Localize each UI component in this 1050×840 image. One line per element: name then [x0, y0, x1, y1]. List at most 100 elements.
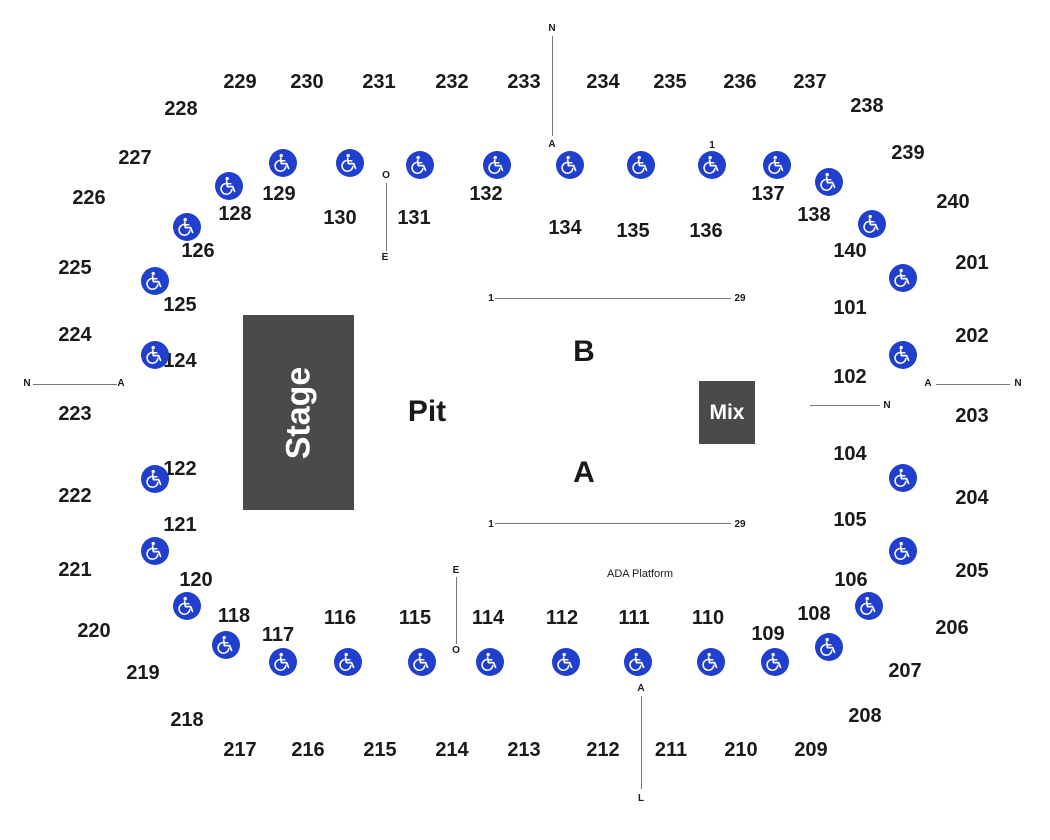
section-125[interactable]: 125 — [163, 294, 197, 316]
section-227[interactable]: 227 — [118, 147, 152, 169]
section-217[interactable]: 217 — [223, 739, 257, 761]
section-215[interactable]: 215 — [363, 739, 397, 761]
section-210[interactable]: 210 — [724, 739, 758, 761]
section-214[interactable]: 214 — [435, 739, 469, 761]
wheelchair-accessible-icon — [212, 631, 240, 659]
wheelchair-accessible-icon — [855, 592, 883, 620]
section-221[interactable]: 221 — [58, 559, 92, 581]
section-136[interactable]: 136 — [689, 220, 723, 242]
section-205[interactable]: 205 — [955, 560, 989, 582]
row-label: 1 — [488, 519, 494, 530]
section-213[interactable]: 213 — [507, 739, 541, 761]
section-234[interactable]: 234 — [586, 71, 620, 93]
section-132[interactable]: 132 — [469, 183, 503, 205]
section-203[interactable]: 203 — [955, 405, 989, 427]
section-137[interactable]: 137 — [751, 183, 785, 205]
section-108[interactable]: 108 — [797, 603, 831, 625]
section-111[interactable]: 111 — [618, 607, 650, 629]
right-mix-line — [810, 405, 880, 406]
section-233[interactable]: 233 — [507, 71, 541, 93]
section-229[interactable]: 229 — [223, 71, 257, 93]
wheelchair-accessible-icon — [173, 213, 201, 241]
section-237[interactable]: 237 — [793, 71, 827, 93]
section-226[interactable]: 226 — [72, 187, 106, 209]
section-236[interactable]: 236 — [723, 71, 757, 93]
section-118[interactable]: 118 — [217, 605, 251, 627]
section-206[interactable]: 206 — [935, 617, 969, 639]
section-110[interactable]: 110 — [691, 607, 725, 629]
section-230[interactable]: 230 — [290, 71, 324, 93]
wheelchair-accessible-icon — [334, 648, 362, 676]
section-104[interactable]: 104 — [833, 443, 867, 465]
section-129[interactable]: 129 — [262, 183, 296, 205]
row-label: N — [1014, 378, 1022, 389]
section-201[interactable]: 201 — [955, 252, 989, 274]
section-112[interactable]: 112 — [545, 607, 579, 629]
section-225[interactable]: 225 — [58, 257, 92, 279]
section-131[interactable]: 131 — [397, 207, 431, 229]
section-121[interactable]: 121 — [163, 514, 197, 536]
section-106[interactable]: 106 — [834, 569, 868, 591]
section-122[interactable]: 122 — [163, 458, 197, 480]
section-101[interactable]: 101 — [833, 297, 867, 319]
section-135[interactable]: 135 — [616, 220, 650, 242]
section-235[interactable]: 235 — [653, 71, 687, 93]
section-114[interactable]: 114 — [471, 607, 505, 629]
section-116[interactable]: 116 — [323, 607, 357, 629]
section-124[interactable]: 124 — [163, 350, 197, 372]
section-109[interactable]: 109 — [751, 623, 785, 645]
section-216[interactable]: 216 — [291, 739, 325, 761]
stage: Stage — [243, 315, 354, 510]
section-140[interactable]: 140 — [833, 240, 867, 262]
section-228[interactable]: 228 — [164, 98, 198, 120]
wheelchair-accessible-icon — [336, 149, 364, 177]
section-218[interactable]: 218 — [170, 709, 204, 731]
wheelchair-accessible-icon — [889, 464, 917, 492]
section-240[interactable]: 240 — [936, 191, 970, 213]
section-211[interactable]: 211 — [654, 739, 688, 761]
section-202[interactable]: 202 — [955, 325, 989, 347]
section-130[interactable]: 130 — [323, 207, 357, 229]
section-134[interactable]: 134 — [548, 217, 582, 239]
section-232[interactable]: 232 — [435, 71, 469, 93]
floor-section-b[interactable]: B — [573, 335, 595, 368]
section-102[interactable]: 102 — [833, 366, 867, 388]
floor-section-a[interactable]: A — [573, 456, 595, 489]
section-115[interactable]: 115 — [398, 607, 432, 629]
section-239[interactable]: 239 — [891, 142, 925, 164]
wheelchair-accessible-icon — [763, 151, 791, 179]
wheelchair-accessible-icon — [215, 172, 243, 200]
section-208[interactable]: 208 — [848, 705, 882, 727]
section-224[interactable]: 224 — [58, 324, 92, 346]
section-220[interactable]: 220 — [77, 620, 111, 642]
wheelchair-accessible-icon — [141, 465, 169, 493]
section-212[interactable]: 212 — [586, 739, 620, 761]
section-128[interactable]: 128 — [218, 203, 252, 225]
mix-booth: Mix — [699, 381, 755, 444]
section-209[interactable]: 209 — [794, 739, 828, 761]
section-207[interactable]: 207 — [888, 660, 922, 682]
wheelchair-accessible-icon — [889, 264, 917, 292]
row-label: A — [637, 683, 645, 694]
wheelchair-accessible-icon — [406, 151, 434, 179]
row-label: A — [924, 378, 932, 389]
right-aisle-line — [936, 384, 1010, 385]
row-label: N — [883, 400, 891, 411]
section-222[interactable]: 222 — [58, 485, 92, 507]
wheelchair-accessible-icon — [627, 151, 655, 179]
section-223[interactable]: 223 — [58, 403, 92, 425]
section-117[interactable]: 117 — [261, 624, 295, 646]
section-219[interactable]: 219 — [126, 662, 160, 684]
wheelchair-accessible-icon — [889, 341, 917, 369]
section-138[interactable]: 138 — [797, 204, 831, 226]
section-105[interactable]: 105 — [833, 509, 867, 531]
section-231[interactable]: 231 — [362, 71, 396, 93]
row-label: A — [548, 139, 556, 150]
row-label: E — [452, 565, 460, 576]
section-126[interactable]: 126 — [181, 240, 215, 262]
row-label: A — [117, 378, 125, 389]
wheelchair-accessible-icon — [761, 648, 789, 676]
section-238[interactable]: 238 — [850, 95, 884, 117]
section-120[interactable]: 120 — [179, 569, 213, 591]
section-204[interactable]: 204 — [955, 487, 989, 509]
